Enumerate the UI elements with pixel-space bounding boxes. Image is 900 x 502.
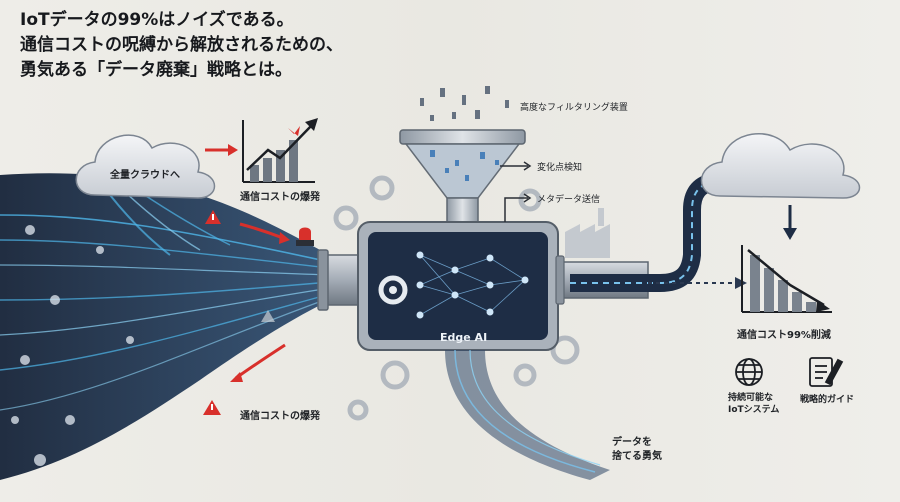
cost-explosion-bottom-label: 通信コストの爆発 xyxy=(240,411,320,422)
cloud-left-icon xyxy=(75,134,216,199)
discard-line-2: 捨てる勇気 xyxy=(612,451,662,462)
globe-icon xyxy=(735,358,763,386)
change-detection-label: 変化点検知 xyxy=(537,163,583,173)
alarm-icon xyxy=(296,227,314,246)
chart-falling-icon xyxy=(741,245,832,313)
chart-rising-icon xyxy=(242,118,318,183)
gear-icon xyxy=(333,175,580,421)
factory-icon xyxy=(565,208,610,258)
data-stream-wave xyxy=(0,173,331,480)
filter-funnel xyxy=(399,86,526,227)
sustainable-line-1: 持続可能な xyxy=(728,393,774,403)
warning-icon xyxy=(203,210,275,415)
label-pointer-arrows xyxy=(500,161,532,222)
title-line-1: IoTデータの99%はノイズである。 xyxy=(20,10,294,30)
title-line-3: 勇気ある「データ廃棄」戦略とは。 xyxy=(20,60,292,80)
edge-ai-label: Edge AI xyxy=(440,331,488,344)
sustainable-system-label: 持続可能な IoTシステム xyxy=(728,392,780,416)
cost-reduction-label: 通信コスト99%削減 xyxy=(737,330,831,341)
document-icon xyxy=(809,357,844,387)
cloud-right-icon xyxy=(700,133,861,240)
red-arrow-icon xyxy=(205,144,290,382)
cloud-left-label: 全量クラウドへ xyxy=(110,170,180,181)
discard-line-1: データを xyxy=(612,437,652,448)
title-line-2: 通信コストの呪縛から解放されるための、 xyxy=(20,35,343,55)
discard-courage-label: データを 捨てる勇気 xyxy=(612,436,662,464)
filter-device-label: 高度なフィルタリング装置 xyxy=(520,103,628,113)
discard-stream xyxy=(445,349,610,480)
metadata-send-label: メタデータ送信 xyxy=(537,195,601,205)
strategic-guide-label: 戦略的ガイド xyxy=(800,395,855,405)
sustainable-line-2: IoTシステム xyxy=(728,405,780,415)
edge-ai-device xyxy=(357,221,559,351)
cost-explosion-top-label: 通信コストの爆発 xyxy=(240,192,320,203)
page-title: IoTデータの99%はノイズである。 通信コストの呪縛から解放されるための、 勇… xyxy=(20,8,400,83)
